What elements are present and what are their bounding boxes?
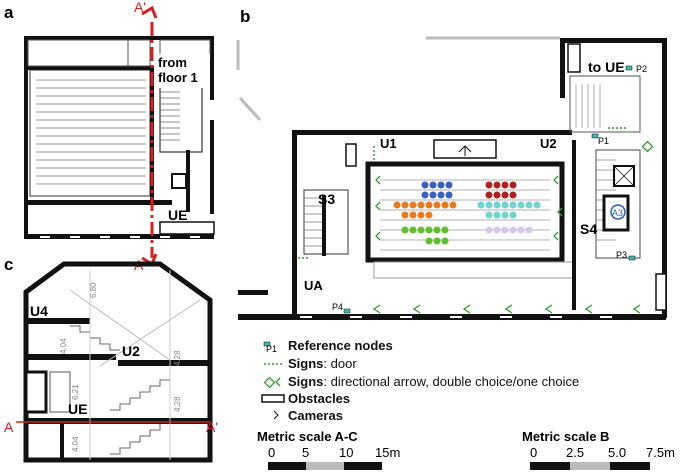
dim-label-6: 4.04 bbox=[71, 436, 80, 452]
scale-b-title: Metric scale B bbox=[522, 429, 609, 444]
exit-label-u1: U1 bbox=[380, 136, 397, 151]
node-label-p2: P2 bbox=[636, 64, 647, 74]
legend-cameras-label: Cameras bbox=[288, 408, 343, 423]
stair-label-s3: S3 bbox=[318, 191, 335, 207]
panel-b-floorplan: b bbox=[236, 7, 667, 320]
node-label-p4: P4 bbox=[332, 302, 343, 312]
legend-obstacle-symbol bbox=[261, 394, 285, 403]
panel-c-letter: c bbox=[4, 255, 13, 274]
panel-a-letter: a bbox=[4, 3, 14, 22]
legend-door-signs-label: Signs bbox=[288, 356, 324, 371]
section-label-a-prime-top: A' bbox=[134, 0, 146, 15]
from-floor-label-line1: from bbox=[158, 55, 187, 70]
legend-reference-nodes: Reference nodes bbox=[288, 338, 393, 353]
dim-label-4: 6.21 bbox=[71, 384, 80, 400]
to-exit-ue-label: to UE bbox=[588, 59, 625, 75]
scale-bar-b: Metric scale B 0 2.5 5.0 7.5m bbox=[522, 429, 675, 470]
scale-ac-tick-2: 10 bbox=[339, 445, 353, 460]
legend-one-choice-symbol bbox=[275, 377, 281, 387]
exit-label-ue-a: UE bbox=[168, 207, 187, 223]
scale-b-tick-3: 7.5m bbox=[646, 445, 675, 460]
exit-label-u2-section: U2 bbox=[122, 343, 140, 359]
node-label-p3: P3 bbox=[616, 250, 627, 260]
from-floor-label-line2: floor 1 bbox=[158, 70, 198, 85]
dim-label-2: 4.04 bbox=[59, 338, 68, 354]
occupant-dots bbox=[393, 181, 541, 245]
scale-b-tick-1: 2.5 bbox=[566, 445, 584, 460]
scale-bar-ac: Metric scale A-C 0 5 10 15m bbox=[257, 429, 400, 470]
legend-door-signs-desc: : door bbox=[323, 356, 357, 371]
node-label-p1: P1 bbox=[598, 136, 609, 146]
exit-label-u4: U4 bbox=[30, 303, 48, 319]
legend-arrow-signs-label: Signs bbox=[288, 374, 324, 389]
camera-label-a3: A3 bbox=[612, 208, 623, 218]
exit-label-u2: U2 bbox=[540, 136, 557, 151]
legend-symbols: P1 bbox=[261, 341, 285, 420]
scale-ac-tick-1: 5 bbox=[302, 445, 309, 460]
legend-arrow-signs: Signs: directional arrow, double choice/… bbox=[288, 374, 579, 389]
dim-label-1: 6.80 bbox=[89, 282, 98, 298]
exit-label-ue-section: UE bbox=[68, 401, 87, 417]
legend-double-choice-symbol bbox=[263, 376, 276, 389]
scale-ac-title: Metric scale A-C bbox=[257, 429, 358, 444]
exit-label-ua: UA bbox=[304, 278, 323, 293]
legend-cameras: Cameras bbox=[288, 408, 343, 423]
scale-b-tick-0: 0 bbox=[530, 445, 537, 460]
scale-ac-tick-3: 15m bbox=[375, 445, 400, 460]
dim-label-3: 4.28 bbox=[173, 350, 182, 366]
legend-reference-nodes-label: Reference nodes bbox=[288, 338, 393, 353]
section-label-a-prime-right: A' bbox=[206, 419, 218, 435]
stair-label-s4: S4 bbox=[580, 221, 597, 237]
scale-b-tick-2: 5.0 bbox=[608, 445, 626, 460]
legend-obstacles-label: Obstacles bbox=[288, 391, 351, 406]
section-label-a-left: A bbox=[4, 419, 14, 435]
legend-door-signs: Signs: door bbox=[288, 356, 357, 371]
panel-c-section: c U4 U2 UE A A' 6.80 4.04 4.28 6 bbox=[4, 255, 218, 463]
legend-obstacles: Obstacles bbox=[288, 391, 350, 406]
panel-b-letter: b bbox=[240, 7, 250, 26]
legend-camera-symbol bbox=[273, 410, 279, 420]
dim-label-5: 4.28 bbox=[173, 396, 182, 412]
legend-arrow-signs-desc: : directional arrow, double choice/one c… bbox=[323, 374, 580, 389]
panel-a-floorplan: a bbox=[4, 0, 215, 273]
legend-ref-node-sym-label: P1 bbox=[266, 344, 277, 354]
legend-ref-node-symbol bbox=[263, 341, 271, 347]
scale-ac-tick-0: 0 bbox=[268, 445, 275, 460]
